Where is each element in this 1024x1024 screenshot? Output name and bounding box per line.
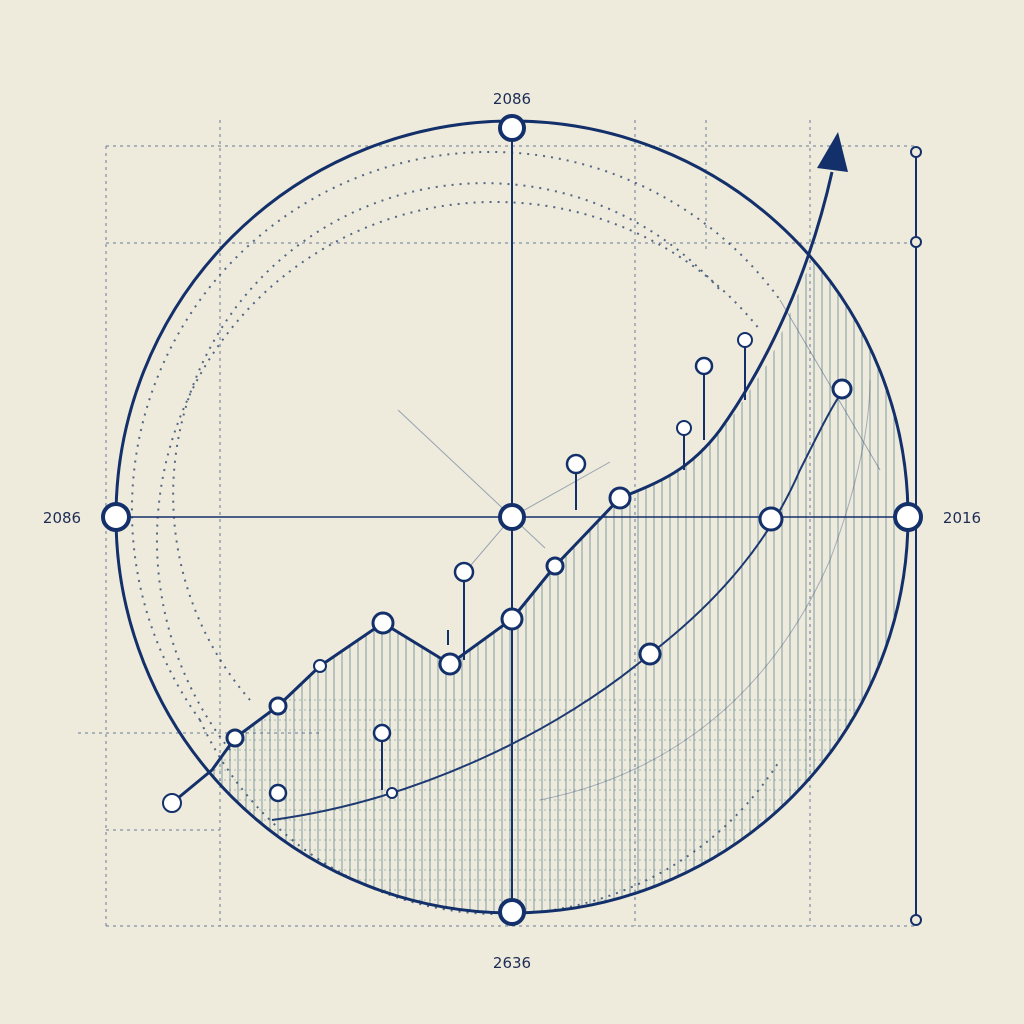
construction-lines <box>397 299 881 573</box>
secondary-point <box>831 378 853 400</box>
left-label: 2086 <box>43 509 81 527</box>
curve-point <box>608 486 632 510</box>
secondary-curve <box>271 387 846 821</box>
floating-point <box>694 356 714 376</box>
curve-point <box>225 728 245 748</box>
curve-point <box>371 611 395 635</box>
curve-point <box>500 607 524 631</box>
floating-point <box>676 420 692 436</box>
secondary-point <box>758 506 784 532</box>
floating-point <box>386 787 398 799</box>
floating-point <box>372 723 392 743</box>
bottom-label: 2636 <box>493 954 531 972</box>
curve-point <box>545 556 565 576</box>
floating-point <box>268 783 288 803</box>
curve-point <box>162 793 182 813</box>
right-label: 2016 <box>943 509 981 527</box>
secondary-point <box>638 642 662 666</box>
hatched-area <box>213 170 895 913</box>
curve-point <box>438 652 462 676</box>
floating-point <box>453 561 475 583</box>
data-points <box>162 332 853 813</box>
right-scale-bar <box>910 146 922 926</box>
bottom-node <box>498 898 526 926</box>
center-node <box>498 503 526 531</box>
axis-nodes <box>101 114 923 926</box>
floating-point <box>565 453 587 475</box>
left-node <box>101 502 131 532</box>
floating-point <box>737 332 753 348</box>
curve-point <box>313 659 327 673</box>
dotted-arcs <box>130 150 781 916</box>
top-node <box>498 114 526 142</box>
arrow-head-icon <box>817 132 848 172</box>
right-node <box>893 502 923 532</box>
top-label: 2086 <box>493 90 531 108</box>
tertiary-curve <box>539 379 871 801</box>
curve-point <box>268 696 288 716</box>
